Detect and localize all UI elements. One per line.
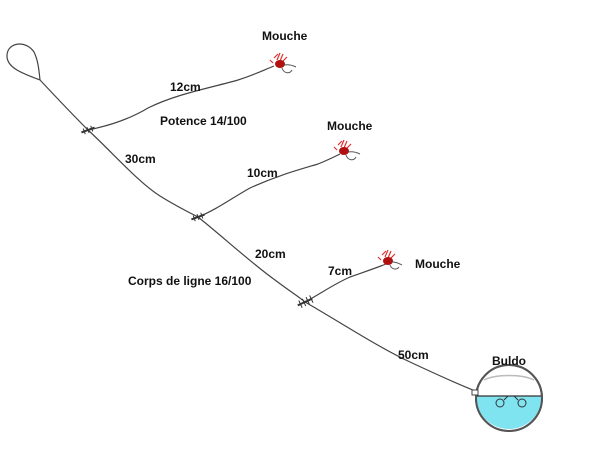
- knot-icon: [81, 125, 95, 135]
- fly-label-middle: Mouche: [327, 119, 373, 133]
- dropper-12cm: [87, 65, 275, 131]
- main-line-caption: Corps de ligne 16/100: [128, 274, 252, 288]
- main-line-upper: [39, 79, 89, 131]
- fly-label-top: Mouche: [262, 29, 308, 43]
- fly-label-bottom: Mouche: [415, 257, 461, 271]
- main-line-20cm: [197, 216, 306, 303]
- fly-icon: [269, 52, 297, 74]
- length-label-12cm: 12cm: [170, 80, 201, 94]
- length-label-20cm: 20cm: [255, 247, 286, 261]
- leader-loop: [6, 43, 41, 81]
- main-line-30cm: [87, 129, 199, 218]
- length-label-10cm: 10cm: [247, 166, 278, 180]
- main-line-50cm: [304, 301, 479, 393]
- length-label-7cm: 7cm: [328, 264, 352, 278]
- bubble-float-icon: [471, 364, 543, 432]
- dropper-10cm: [197, 153, 341, 218]
- float-label: Buldo: [492, 354, 526, 368]
- length-label-50cm: 50cm: [398, 348, 429, 362]
- knot-icon: [191, 212, 205, 222]
- fly-icon: [377, 249, 403, 270]
- dropper-line-caption: Potence 14/100: [160, 114, 247, 128]
- dropper-7cm: [304, 263, 387, 303]
- knot-icon: [297, 295, 314, 308]
- fly-icon: [333, 139, 361, 161]
- length-label-30cm: 30cm: [125, 152, 156, 166]
